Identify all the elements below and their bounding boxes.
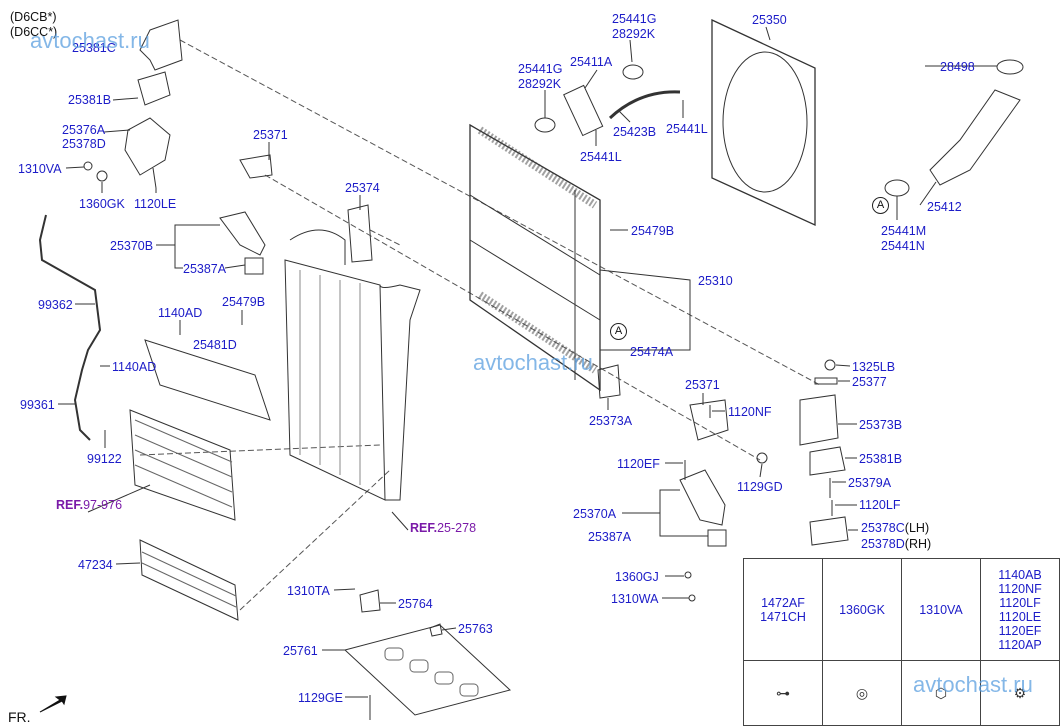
part-label[interactable]: 25378C(LH): [861, 521, 929, 535]
part-label[interactable]: 1325LB: [852, 360, 896, 374]
part-label[interactable]: 25350: [752, 13, 787, 27]
part-label[interactable]: 25412: [927, 200, 962, 214]
part-label[interactable]: 1360GJ: [615, 570, 659, 584]
ref-prefix: REF.: [410, 521, 438, 535]
part-label[interactable]: 25479B: [222, 295, 266, 309]
hose-clamp-icon: ⊶: [743, 660, 823, 726]
part-label[interactable]: 25481D: [193, 338, 237, 352]
leader-lines: [58, 26, 997, 698]
part-label[interactable]: 25379A: [848, 476, 892, 490]
part-label[interactable]: 1140AD: [158, 306, 203, 320]
part-label[interactable]: 25310: [698, 274, 733, 288]
part-label[interactable]: 25370A: [573, 507, 617, 521]
bolt-icon: ⚙: [980, 660, 1060, 726]
part-label[interactable]: 25441L: [666, 122, 708, 136]
table-codes-cell[interactable]: 1360GK: [822, 558, 902, 661]
table-codes-cell[interactable]: 1472AF 1471CH: [743, 558, 823, 661]
ref-number: 97-976: [83, 498, 123, 512]
part-label[interactable]: 25411A: [570, 55, 613, 69]
part-label[interactable]: 25441N: [881, 239, 925, 253]
part-label[interactable]: 25378D: [62, 137, 106, 151]
ref-circle-a: A: [610, 323, 627, 340]
part-label[interactable]: 1310VA: [18, 162, 62, 176]
part-codes: 1360GK: [839, 602, 885, 617]
part-codes: 1310VA: [919, 602, 963, 617]
part-label[interactable]: 25371: [685, 378, 720, 392]
part-label[interactable]: 28498: [940, 60, 975, 74]
part-label[interactable]: 25373B: [859, 418, 903, 432]
ref-prefix: REF.: [56, 498, 84, 512]
ref-circle-a: A: [872, 197, 889, 214]
part-label[interactable]: 25378D(RH): [861, 537, 931, 551]
part-codes: 1472AF 1471CH: [760, 595, 806, 624]
table-codes-cell[interactable]: 1310VA: [901, 558, 981, 661]
part-label[interactable]: 25381B: [68, 93, 112, 107]
part-label[interactable]: 25761: [283, 644, 318, 658]
part-label[interactable]: 25441M: [881, 224, 927, 238]
part-label[interactable]: 25371: [253, 128, 288, 142]
part-label[interactable]: 99361: [20, 398, 55, 412]
part-code: 25378D: [861, 537, 905, 551]
engine-variant: (D6CB*): [10, 10, 57, 24]
part-label[interactable]: 47234: [78, 558, 113, 572]
watermark: avtochast.ru: [473, 350, 593, 375]
part-label[interactable]: 99362: [38, 298, 73, 312]
front-direction-label: FR.: [8, 709, 31, 725]
ref-link-97-976[interactable]: REF.97-976: [56, 498, 122, 512]
part-label[interactable]: 25370B: [110, 239, 154, 253]
part-label[interactable]: 25441L: [580, 150, 622, 164]
part-label[interactable]: 25381B: [859, 452, 903, 466]
part-label[interactable]: 25387A: [588, 530, 632, 544]
part-label[interactable]: 1140AD: [112, 360, 157, 374]
part-label[interactable]: 25441G: [612, 12, 657, 26]
part-label[interactable]: 1360GK: [79, 197, 125, 211]
engine-variant: (D6CC*): [10, 25, 58, 39]
part-label[interactable]: 28292K: [612, 27, 656, 41]
ref-link-25-278[interactable]: REF.25-278: [410, 521, 476, 535]
part-label[interactable]: 1120EF: [617, 457, 660, 471]
watermark: avtochast.ru: [913, 672, 1033, 697]
part-label[interactable]: 25376A: [62, 123, 106, 137]
part-label[interactable]: 25377: [852, 375, 887, 389]
part-label[interactable]: 25381C: [72, 41, 116, 55]
part-code: 25378C: [861, 521, 905, 535]
part-label[interactable]: 25479B: [631, 224, 675, 238]
part-label[interactable]: 25764: [398, 597, 433, 611]
part-label[interactable]: 25763: [458, 622, 493, 636]
part-label[interactable]: 25474A: [630, 345, 674, 359]
side-rh: (RH): [904, 537, 932, 551]
part-label[interactable]: 25373A: [589, 414, 633, 428]
part-label[interactable]: 25423B: [613, 125, 657, 139]
watermark: avtochast.ru: [30, 28, 150, 53]
part-label[interactable]: 1129GE: [298, 691, 343, 705]
table-codes-cell[interactable]: 1140AB 1120NF 1120LF 1120LE 1120EF 1120A…: [980, 558, 1060, 661]
part-label[interactable]: 1310TA: [287, 584, 330, 598]
washer-icon: ◎: [822, 660, 902, 726]
part-label[interactable]: 1120LE: [134, 197, 177, 211]
front-arrow-icon: [39, 695, 67, 713]
ref-number: 25-278: [437, 521, 477, 535]
part-label[interactable]: 1129GD: [737, 480, 783, 494]
part-label[interactable]: 1310WA: [611, 592, 659, 606]
part-label[interactable]: 25374: [345, 181, 380, 195]
side-lh: (LH): [904, 521, 930, 535]
part-label[interactable]: 25441G: [518, 62, 563, 76]
part-label[interactable]: 25387A: [183, 262, 227, 276]
part-label[interactable]: 28292K: [518, 77, 562, 91]
part-label[interactable]: 1120LF: [859, 498, 901, 512]
part-label[interactable]: 99122: [87, 452, 122, 466]
part-codes: 1140AB 1120NF 1120LF 1120LE 1120EF 1120A…: [998, 567, 1042, 652]
common-parts-table: 1472AF 1471CH 1360GK 1310VA 1140AB 1120N…: [743, 558, 1060, 726]
part-label[interactable]: 1120NF: [728, 405, 772, 419]
